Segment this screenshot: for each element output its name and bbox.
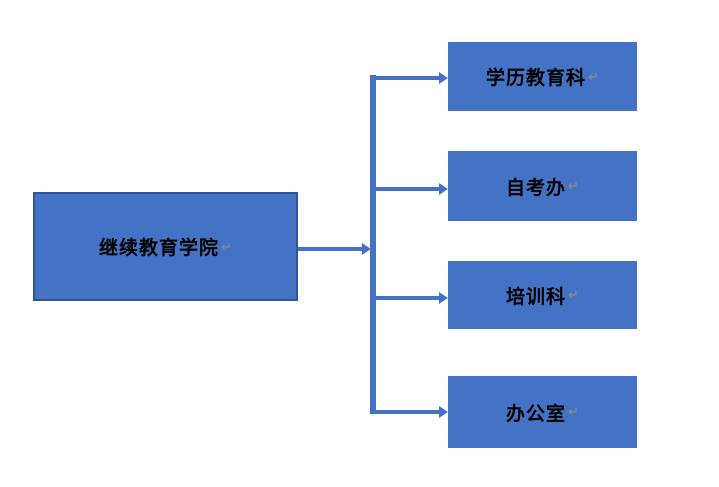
paragraph-return-mark: ↵ [588, 68, 599, 84]
connector-branch-line [374, 296, 439, 300]
node-training-section[interactable]: 培训科 ↵ [448, 261, 637, 329]
node-academic-education-section[interactable]: 学历教育科 ↵ [448, 42, 637, 111]
paragraph-return-mark: ↵ [568, 287, 579, 302]
connector-branch-line [374, 76, 439, 80]
connector-branch-arrowhead-icon [439, 72, 448, 84]
paragraph-return-mark: ↵ [568, 404, 579, 419]
node-label: 自考办 [506, 177, 567, 199]
connector-branch-arrowhead-icon [439, 406, 448, 418]
node-label: 学历教育科 [486, 68, 587, 89]
connector-branch-line [374, 187, 439, 191]
paragraph-return-mark: ↵ [568, 178, 579, 193]
node-label: 培训科 [506, 286, 567, 308]
node-root-label: 继续教育学院 [99, 238, 220, 259]
node-label: 办公室 [506, 403, 567, 425]
connector-main-arrowhead-icon [362, 243, 371, 255]
connector-trunk-line [370, 75, 376, 414]
node-general-office[interactable]: 办公室 ↵ [448, 376, 637, 448]
connector-branch-line [374, 410, 439, 414]
connector-branch-arrowhead-icon [439, 183, 448, 195]
node-root[interactable]: 继续教育学院 ↵ [33, 192, 298, 301]
paragraph-return-mark: ↵ [221, 238, 232, 254]
node-self-study-exam-office[interactable]: 自考办 ↵ [448, 151, 637, 221]
connector-branch-arrowhead-icon [439, 292, 448, 304]
connector-main-line [298, 247, 362, 251]
